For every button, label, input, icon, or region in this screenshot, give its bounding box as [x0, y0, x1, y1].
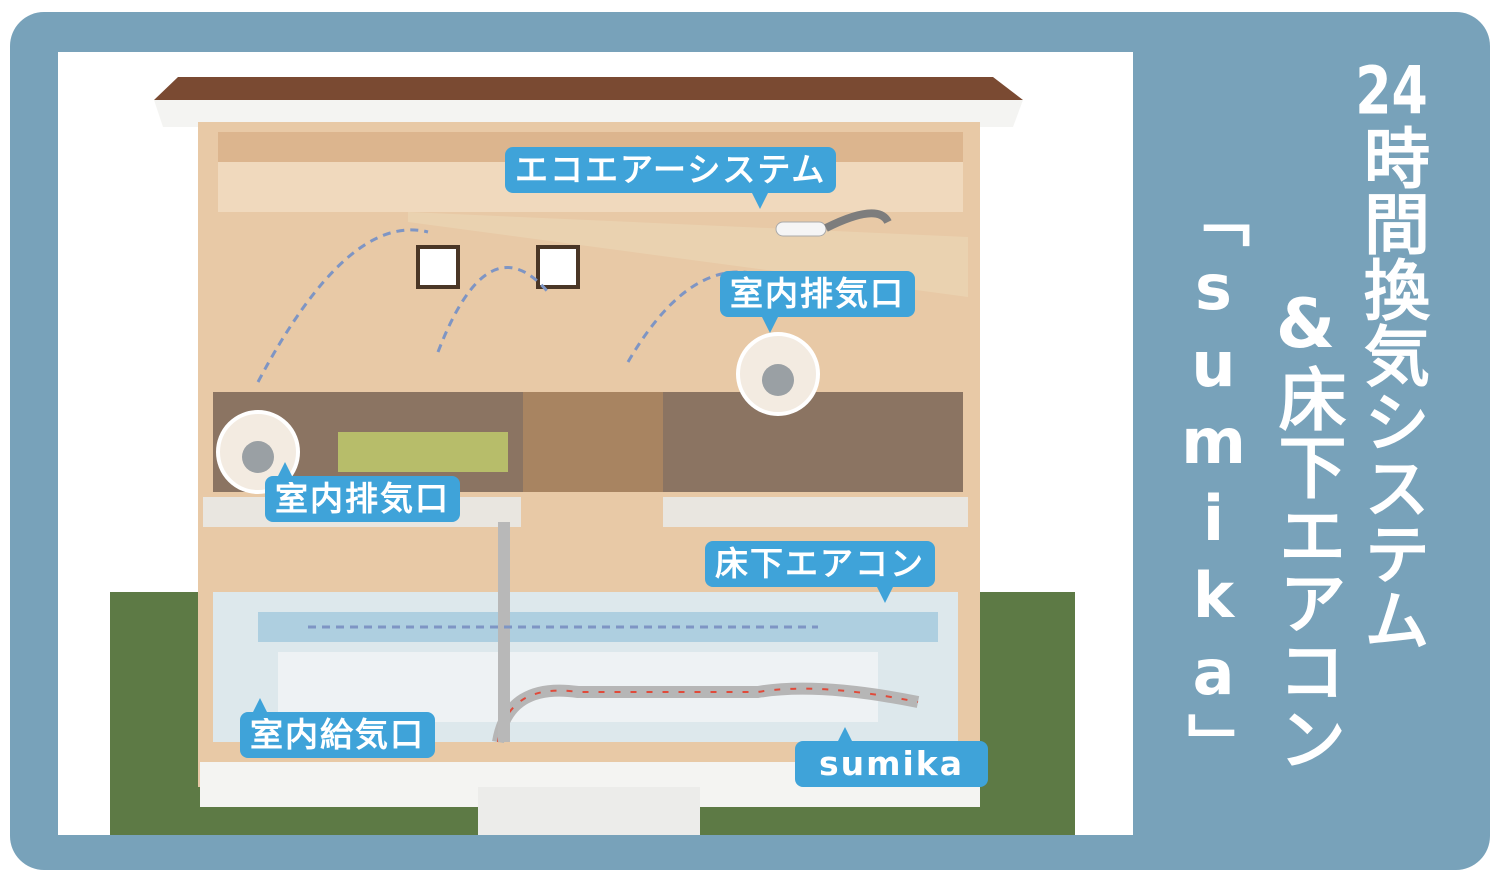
title-text-3: 「sumika」 — [1177, 185, 1250, 779]
label-pointer — [760, 313, 780, 333]
label-text: 床下エアコン — [715, 544, 925, 583]
house-cutaway-illustration — [110, 77, 1075, 835]
label-pointer — [250, 698, 270, 718]
title-text-2: &床下エアコン — [1266, 285, 1345, 772]
label-text: 室内給気口 — [250, 715, 425, 754]
eaves — [154, 100, 1023, 127]
title-line-2: &床下エアコン — [1266, 285, 1345, 772]
label-supply-vent: 室内給気口 — [240, 698, 435, 758]
label-pointer — [835, 727, 855, 747]
label-pointer — [275, 462, 295, 482]
label-underfloor-ac: 床下エアコン — [705, 541, 935, 603]
title-line-1: 24時間換気システム — [1353, 58, 1430, 652]
title-text: 時間換気システム — [1353, 124, 1430, 652]
roof — [154, 77, 1023, 100]
label-text: エコエアーシステム — [515, 150, 827, 189]
bed — [338, 432, 508, 472]
label-text: 室内排気口 — [275, 479, 450, 518]
title-number: 24 — [1355, 58, 1428, 124]
label-pointer — [750, 189, 770, 209]
label-eco-air-system: エコエアーシステム — [505, 147, 837, 209]
label-text: sumika — [818, 744, 965, 783]
label-text: 室内排気口 — [730, 274, 905, 313]
entry-step — [478, 787, 700, 835]
label-pointer — [875, 583, 895, 603]
title-line-3: 「sumika」 — [1177, 185, 1250, 779]
eco-air-duct — [775, 221, 827, 237]
stairs — [523, 392, 663, 492]
label-sumika: sumika — [795, 727, 988, 787]
label-exhaust-upper: 室内排気口 — [720, 271, 915, 333]
house-illustration-panel — [58, 52, 1133, 835]
label-exhaust-lower: 室内排気口 — [265, 462, 460, 522]
